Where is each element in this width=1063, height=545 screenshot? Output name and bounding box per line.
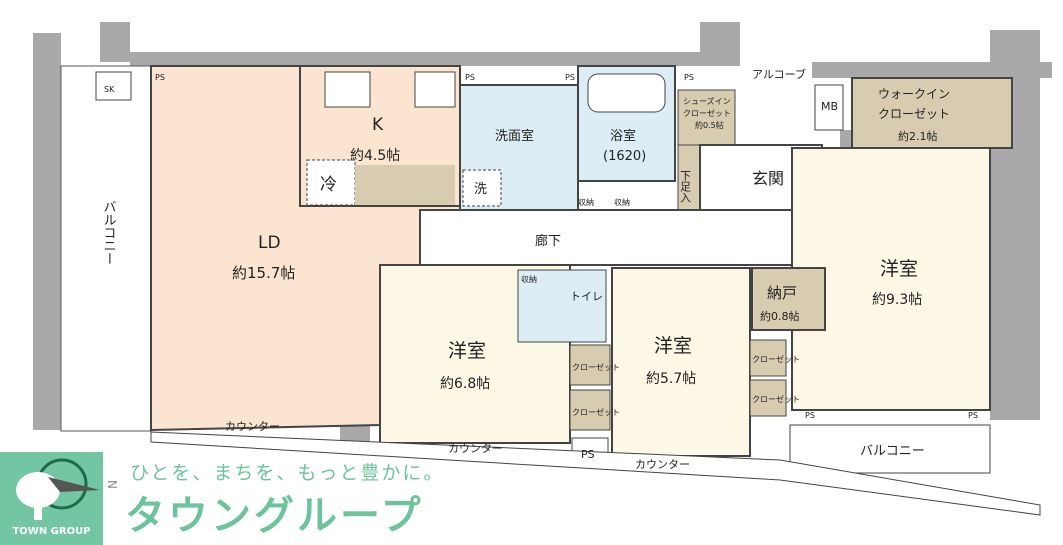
shoes-closet-size: 約0.5帖 [695,120,724,130]
compass-north: N [105,480,119,489]
walkin-label: クローゼット [878,107,950,121]
room-toilet [517,269,607,343]
ld-name: LD [258,233,281,253]
washer [462,169,502,207]
washroom-label: 洗面室 [495,128,534,144]
ps-label: PS [465,73,475,82]
mb [814,84,844,131]
storage-room-size: 約0.8帖 [760,309,800,323]
bedroom-mid-size: 約6.8帖 [440,376,490,392]
closet-label: クローゼット [752,354,800,364]
kitchen-name: K [372,115,384,135]
ps-label: PS [565,73,575,82]
town-group-logo: TOWN GROUP [0,452,103,545]
brand-name: タウングループ [125,493,424,539]
bedroom-small-size: 約5.7帖 [646,371,696,387]
balcony-right [789,424,991,474]
ps-label: PS [581,448,595,461]
balcony-left-label: バルコニー [101,200,117,265]
bedroom-mid-name: 洋室 [448,340,486,362]
hallway [419,209,793,266]
brand-tagline: ひとを、まちを、もっと豊かに。 [130,462,445,484]
bedroom-large-size: 約9.3帖 [872,292,922,308]
toilet-label: トイレ [570,290,603,303]
shoe-rack-label: 下足入 [679,170,692,203]
bathtub-icon [587,73,666,113]
closet [749,339,787,377]
kitchen-size: 約4.5帖 [350,148,400,164]
storage-label: 収納 [521,274,537,284]
sink-icon [324,71,371,108]
mb-label: MB [821,100,838,113]
ld-size: 約15.7帖 [232,264,295,282]
storage-room-name: 納戸 [767,284,797,302]
logo-text: TOWN GROUP [12,526,91,537]
closet [569,344,611,386]
ps-label: PS [155,73,165,82]
walkin-size: 約2.1帖 [898,129,938,143]
bath-name: 浴室 [610,128,636,144]
storage-label: 収納 [614,197,630,207]
tree-compass-icon [16,458,100,520]
closet [569,389,611,431]
storage-label: 収納 [578,197,594,207]
room-bedroom-small [611,267,751,457]
storage-room [751,267,826,331]
ps-label: PS [805,411,815,420]
ps-label: PS [968,411,978,420]
walkin-label: ウォークイン [878,87,950,101]
counter-label: カウンター [225,420,280,433]
balcony-right-label: バルコニー [860,444,925,459]
bedroom-large-name: 洋室 [880,258,918,280]
bath-size: (1620) [603,149,646,164]
fridge [306,159,356,206]
sk-label: SK [104,85,115,94]
kitchen-counter [355,165,455,205]
stove-icon [414,71,456,108]
bedroom-small-name: 洋室 [654,335,692,357]
ps-label: PS [684,73,694,82]
closet-label: クローゼット [752,394,800,404]
closet-label: クローゼット [572,362,620,372]
alcove-label: アルコーブ [752,67,806,81]
shoes-closet-label: シューズイン [683,96,731,106]
washer-label: 洗 [474,182,487,197]
window-line [150,431,1041,516]
sk [95,71,132,101]
hallway-label: 廊下 [535,233,561,249]
shoes-closet-label: クローゼット [683,108,731,118]
closet [749,379,787,417]
fridge-label: 冷 [320,175,337,195]
balcony-left [60,65,152,432]
counter-label: カウンター [635,458,690,471]
closet-label: クローゼット [572,407,620,417]
walls [33,22,1052,448]
shoes-closet [677,89,736,146]
entrance-label: 玄関 [752,169,784,188]
counter-label: カウンター [448,442,503,455]
